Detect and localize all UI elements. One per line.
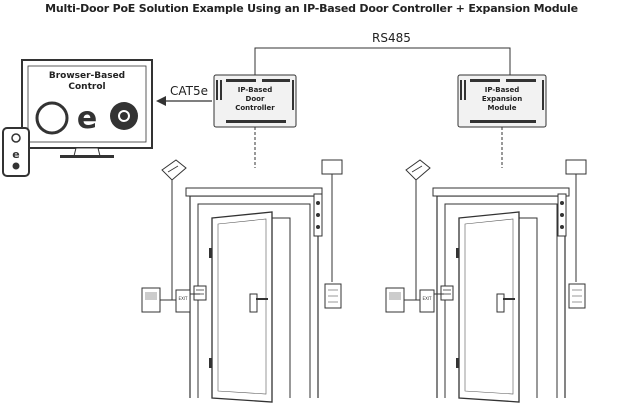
exit-label-2: EXIT (423, 296, 432, 301)
expansion-line1: IP-Based (485, 86, 520, 94)
rs485-link (254, 47, 511, 75)
browser-monitor: Browser-Based Control e (21, 59, 153, 158)
ip-door-controller: IP-Based Door Controller (213, 74, 297, 128)
exit-button (175, 289, 191, 313)
door-1: EXIT (141, 159, 343, 403)
rs485-label: RS485 (372, 31, 411, 45)
chrome-icon (110, 102, 138, 130)
expansion-line3: Module (488, 104, 517, 112)
sensor-icon (565, 159, 587, 175)
cat5e-label: CAT5e (170, 84, 208, 98)
svg-text:e: e (77, 101, 97, 136)
expansion-line2: Expansion (482, 95, 522, 103)
arrow-icon (156, 96, 166, 106)
exit-button (419, 289, 435, 313)
card-reader-icon (161, 159, 187, 181)
monitor-label-line1: Browser-Based (49, 71, 125, 81)
controller-line2: Door (246, 95, 265, 103)
edge-icon: e (12, 148, 19, 161)
controller-line1: IP-Based (238, 86, 273, 94)
ip-expansion-module: IP-Based Expansion Module (457, 74, 547, 128)
edge-icon: e (77, 101, 97, 136)
smartphone: e (2, 127, 30, 177)
monitor-label-line2: Control (68, 82, 105, 92)
door-2: EXIT (385, 159, 587, 403)
chrome-icon (12, 162, 20, 170)
safari-icon (35, 101, 69, 135)
diagram-title: Multi-Door PoE Solution Example Using an… (45, 2, 578, 15)
safari-icon (11, 133, 21, 143)
sensor-icon (321, 159, 343, 175)
controller-line3: Controller (235, 104, 275, 112)
exit-label-1: EXIT (179, 296, 188, 301)
card-reader-icon (405, 159, 431, 181)
